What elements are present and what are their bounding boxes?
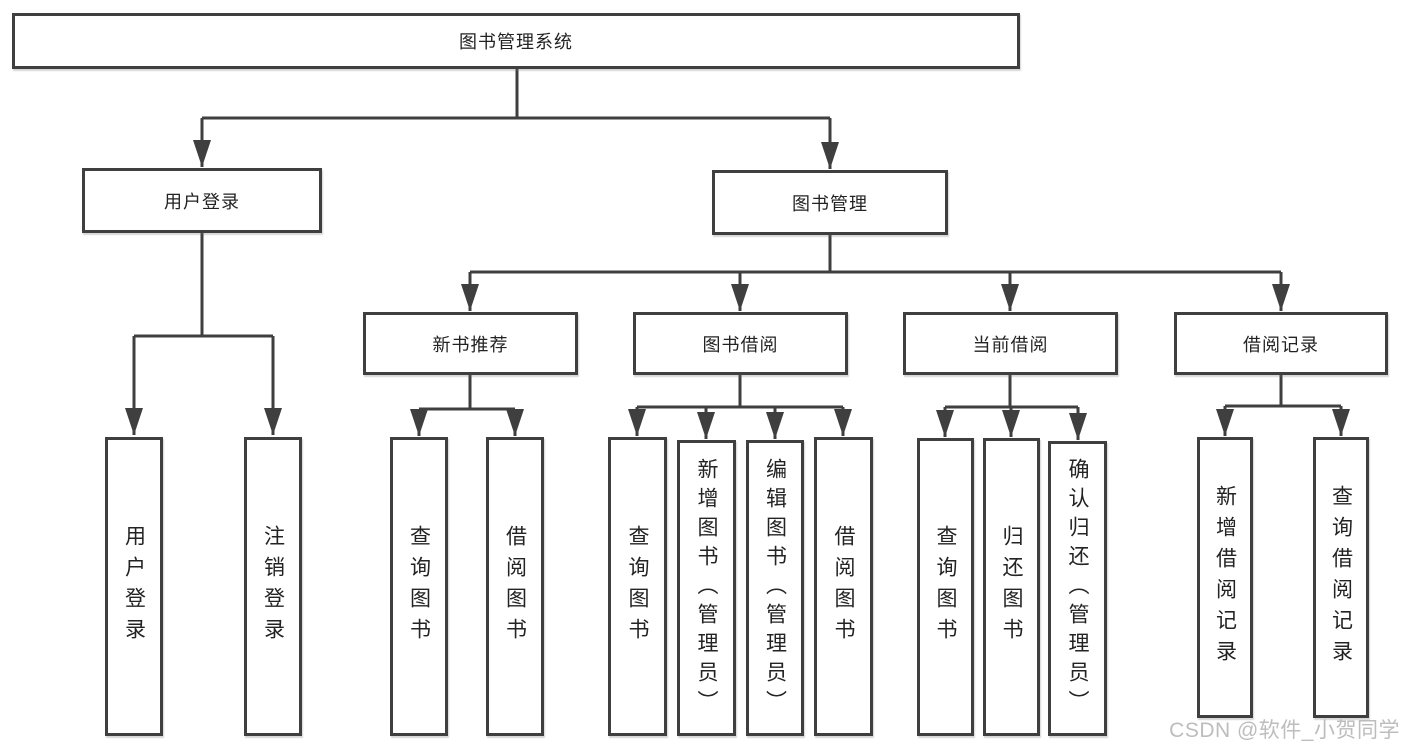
connector-book-borrowing [637, 375, 843, 409]
node-book-management: 图书管理 [712, 170, 948, 235]
connector-root [202, 69, 830, 120]
leaf-confirm-return-admin: 确认归还（管理员） [1048, 441, 1107, 736]
leaf-query-books-borrowing: 查询图书 [608, 437, 667, 736]
leaf-return-books: 归还图书 [983, 438, 1040, 736]
connector-borrowing-records [1225, 375, 1341, 408]
connector-current-borrowing [945, 375, 1078, 409]
node-borrowing-records: 借阅记录 [1174, 312, 1388, 375]
connector-user-login [134, 233, 273, 338]
leaf-query-borrow-record: 查询借阅记录 [1313, 437, 1369, 718]
node-book-borrowing: 图书借阅 [633, 312, 848, 375]
node-user-login: 用户登录 [82, 168, 322, 233]
leaf-logout: 注销登录 [244, 437, 302, 736]
leaf-borrow-books-recommend: 借阅图书 [486, 437, 544, 736]
leaf-edit-book-admin: 编辑图书（管理员） [746, 440, 804, 736]
leaf-query-books-current: 查询图书 [917, 438, 974, 736]
leaf-borrow-books-borrowing: 借阅图书 [814, 437, 873, 736]
root-node-library-system: 图书管理系统 [12, 13, 1020, 69]
csdn-watermark: CSDN @软件_小贺同学 [1169, 719, 1400, 742]
node-current-borrowing: 当前借阅 [903, 312, 1118, 375]
leaf-add-borrow-record: 新增借阅记录 [1197, 437, 1253, 718]
connector-book-management [470, 235, 1281, 274]
node-new-book-recommend: 新书推荐 [363, 312, 578, 375]
connector-new-book-recommend [419, 375, 515, 411]
leaf-user-login: 用户登录 [105, 437, 163, 736]
leaf-add-book-admin: 新增图书（管理员） [677, 440, 736, 736]
leaf-query-books-recommend: 查询图书 [390, 437, 448, 736]
